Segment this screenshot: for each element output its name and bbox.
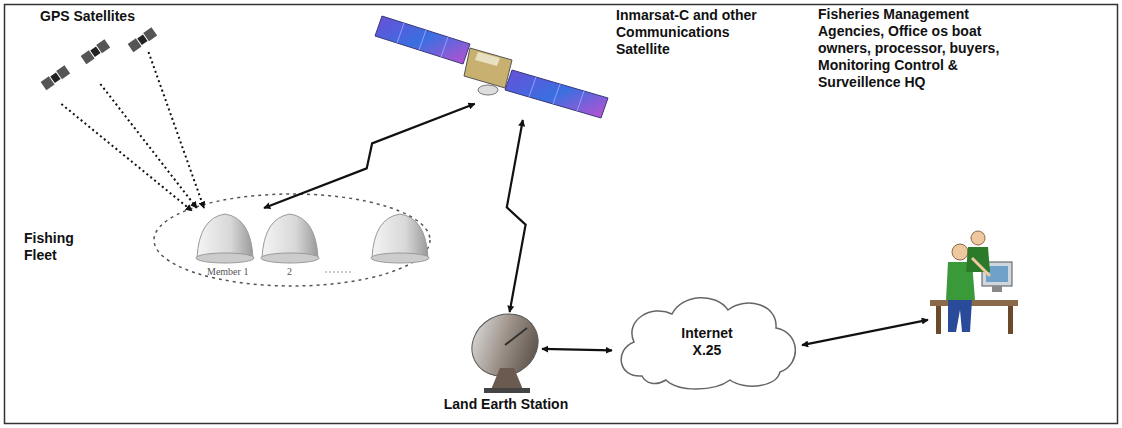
link-arrow bbox=[507, 120, 526, 312]
link-arrow bbox=[802, 320, 928, 345]
hq-operators bbox=[930, 231, 1018, 334]
link-arrow bbox=[542, 349, 612, 351]
gps-satellite bbox=[128, 27, 157, 52]
link-arrow bbox=[264, 104, 475, 208]
cloud-label: Internet X.25 bbox=[667, 325, 747, 359]
signal-arrow bbox=[61, 104, 192, 211]
gps-satellite bbox=[81, 39, 110, 64]
vessel-terminal bbox=[196, 214, 429, 272]
gps-satellites: GPS Satellites bbox=[38, 28, 168, 108]
signal-arrow bbox=[149, 52, 205, 208]
monitoring-hq: Fisheries Management Agencies, Office os… bbox=[928, 228, 1020, 336]
land-earth-station: Land Earth Station bbox=[470, 312, 542, 394]
internet-cloud: Internet X.25 bbox=[612, 288, 802, 392]
member-label: 2 bbox=[287, 266, 292, 277]
earth-station-dish bbox=[461, 302, 550, 393]
member-label: Member 1 bbox=[207, 266, 248, 277]
fishing-fleet: Fishing Fleet bbox=[192, 208, 432, 266]
node-label: Fishing Fleet bbox=[24, 230, 86, 264]
communications-satellite: Inmarsat-C and other Communications Sate… bbox=[374, 12, 614, 120]
node-label: Inmarsat-C and other Communications Sate… bbox=[616, 7, 784, 58]
gps-satellite bbox=[41, 65, 70, 90]
node-label: Fisheries Management Agencies, Office os… bbox=[818, 6, 1023, 91]
node-label: Land Earth Station bbox=[430, 396, 582, 413]
signal-arrow bbox=[100, 84, 196, 208]
node-label: GPS Satellites bbox=[40, 8, 200, 25]
communications-satellite bbox=[375, 16, 608, 118]
